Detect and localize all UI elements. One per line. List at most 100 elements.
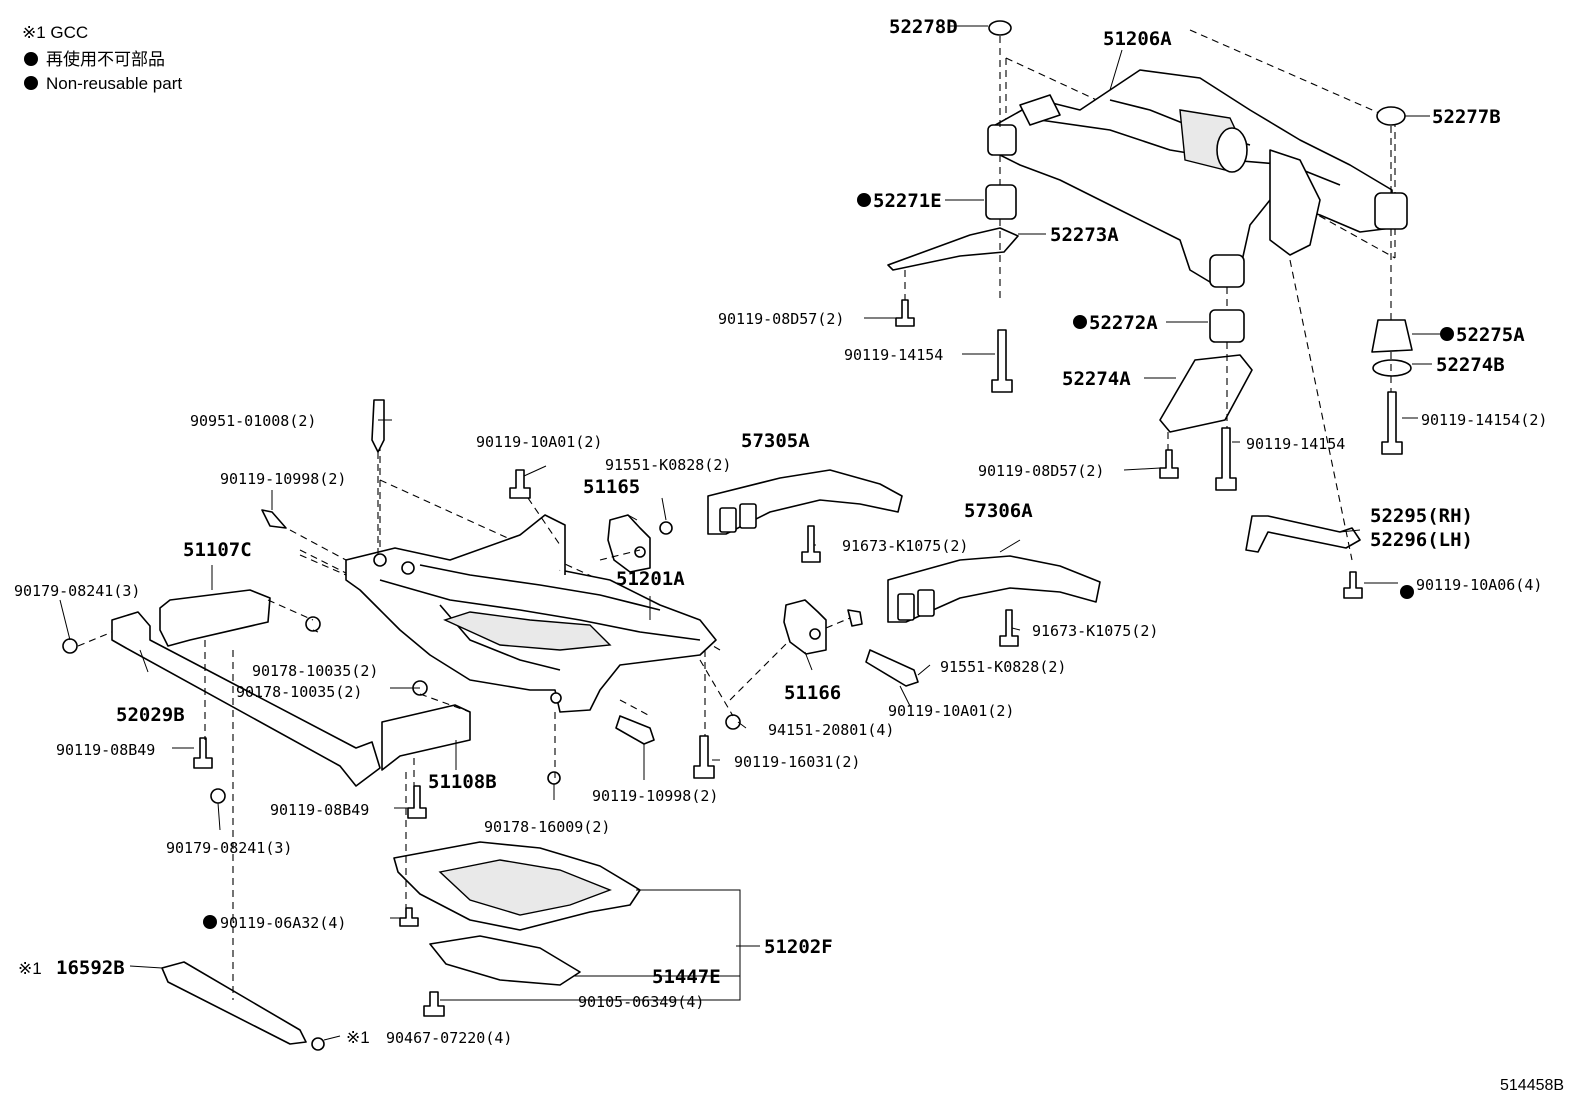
label-90119-08D57-b: 90119-08D57(2) bbox=[978, 462, 1104, 480]
label-57305A: 57305A bbox=[741, 430, 810, 452]
label-90178-10035-a: 90178-10035(2) bbox=[252, 662, 378, 680]
bolt-icon bbox=[991, 329, 1013, 393]
fasteners bbox=[62, 399, 1019, 1051]
leader-lines bbox=[59, 25, 1440, 1041]
label-52295: 52295(RH) bbox=[1370, 505, 1473, 527]
bolt-icon bbox=[399, 907, 419, 927]
non-reusable-dot-icon bbox=[1400, 585, 1414, 599]
brace-57305A bbox=[707, 469, 903, 535]
bushing-52275A bbox=[1371, 319, 1413, 353]
label-91551-K0828-a: 91551-K0828(2) bbox=[605, 456, 731, 474]
label-51206A: 51206A bbox=[1103, 28, 1172, 50]
under-covers bbox=[161, 841, 641, 1045]
label-90951-01008: 90951-01008(2) bbox=[190, 412, 316, 430]
nut-icon bbox=[210, 788, 226, 804]
label-90119-10998-a: 90119-10998(2) bbox=[220, 470, 346, 488]
legend: ※1 GCC 再使用不可部品 Non-reusable part bbox=[22, 23, 182, 93]
label-52273A: 52273A bbox=[1050, 224, 1119, 246]
non-reusable-dot-icon bbox=[1440, 327, 1454, 341]
label-94151-20801: 94151-20801(4) bbox=[768, 721, 894, 739]
non-reusable-dot-icon bbox=[857, 193, 871, 207]
bolt-icon bbox=[261, 509, 287, 529]
label-90119-10998-b: 90119-10998(2) bbox=[592, 787, 718, 805]
washer-52278D bbox=[988, 20, 1012, 36]
legend-jp: 再使用不可部品 bbox=[46, 49, 165, 69]
bracket-51166 bbox=[783, 599, 827, 655]
label-90119-10A01-b: 90119-10A01(2) bbox=[888, 702, 1014, 720]
rear-member-parts bbox=[887, 20, 1413, 599]
bracket-52295 bbox=[1245, 515, 1361, 553]
label-90467-07220: 90467-07220(4) bbox=[386, 1029, 512, 1047]
nut-icon bbox=[725, 714, 741, 730]
brackets bbox=[607, 514, 827, 655]
label-51201A: 51201A bbox=[616, 568, 685, 590]
bolt-icon bbox=[423, 991, 445, 1017]
washer-52277B bbox=[1376, 106, 1406, 126]
label-52272A: 52272A bbox=[1089, 312, 1158, 334]
figure-code: 514458B bbox=[1500, 1077, 1564, 1094]
bracket-16592B bbox=[161, 961, 307, 1045]
nut-icon bbox=[62, 638, 78, 654]
bolt-icon bbox=[801, 525, 821, 563]
non-reusable-dot-icon bbox=[24, 52, 38, 66]
bolt-icon bbox=[847, 609, 863, 627]
label-90119-08D57-a: 90119-08D57(2) bbox=[718, 310, 844, 328]
label-90178-10035-b: 90178-10035(2) bbox=[236, 683, 362, 701]
label-52278D: 52278D bbox=[889, 16, 958, 38]
label-91551-K0828-b: 91551-K0828(2) bbox=[940, 658, 1066, 676]
bolt-icon bbox=[1381, 391, 1403, 455]
label-52271E: 52271E bbox=[873, 190, 942, 212]
gcc-ref-mark: ※1 bbox=[346, 1028, 370, 1047]
non-reusable-markers bbox=[203, 193, 1454, 929]
nut-icon bbox=[305, 616, 321, 632]
label-90179-08241-a: 90179-08241(3) bbox=[14, 582, 140, 600]
bracket-51165 bbox=[607, 514, 651, 573]
nut-icon bbox=[659, 521, 673, 535]
label-51166: 51166 bbox=[784, 682, 841, 704]
stopper-52273A bbox=[887, 227, 1019, 271]
gcc-ref-mark: ※1 bbox=[18, 959, 42, 978]
non-reusable-dot-icon bbox=[24, 76, 38, 90]
label-91673-K1075-b: 91673-K1075(2) bbox=[1032, 622, 1158, 640]
label-90119-08B49-a: 90119-08B49 bbox=[56, 741, 155, 759]
label-90119-14154-a: 90119-14154 bbox=[844, 346, 943, 364]
front-dashed-lines bbox=[77, 452, 851, 1000]
label-51447E: 51447E bbox=[652, 966, 721, 988]
bolt-icon bbox=[615, 715, 655, 745]
label-16592B: 16592B bbox=[56, 957, 125, 979]
bushing-52271E bbox=[985, 184, 1017, 220]
label-91673-K1075-a: 91673-K1075(2) bbox=[842, 537, 968, 555]
label-52274A: 52274A bbox=[1062, 368, 1131, 390]
reinforcement-52029B bbox=[111, 611, 381, 787]
bushing-52272A bbox=[1209, 309, 1245, 343]
braces bbox=[707, 469, 1101, 623]
label-90105-06349: 90105-06349(4) bbox=[578, 993, 704, 1011]
label-52277B: 52277B bbox=[1432, 106, 1501, 128]
non-reusable-dot-icon bbox=[203, 915, 217, 929]
label-90119-14154-b: 90119-14154 bbox=[1246, 435, 1345, 453]
clip-icon bbox=[311, 1037, 325, 1051]
washer-52274B bbox=[1372, 359, 1412, 377]
bolt-icon bbox=[1215, 427, 1237, 491]
bolt-icon bbox=[1343, 571, 1363, 599]
stopper-52274A bbox=[1159, 354, 1253, 433]
label-52275A: 52275A bbox=[1456, 324, 1525, 346]
bolt-icon bbox=[1159, 449, 1179, 479]
bolt-icon bbox=[407, 785, 427, 819]
label-57306A: 57306A bbox=[964, 500, 1033, 522]
nut-icon bbox=[547, 771, 561, 785]
part-labels: 52278D 51206A 52277B 52271E 52273A 90119… bbox=[14, 16, 1564, 1094]
label-51165: 51165 bbox=[583, 476, 640, 498]
label-90119-10A01-a: 90119-10A01(2) bbox=[476, 433, 602, 451]
front-crossmember bbox=[299, 420, 721, 713]
label-52296: 52296(LH) bbox=[1370, 529, 1473, 551]
bolt-icon bbox=[999, 609, 1019, 647]
cover-51447E bbox=[429, 935, 581, 986]
label-51108B: 51108B bbox=[428, 771, 497, 793]
brace-57306A bbox=[887, 555, 1101, 623]
left-members bbox=[111, 589, 471, 787]
label-90178-16009: 90178-16009(2) bbox=[484, 818, 610, 836]
legend-gcc: ※1 GCC bbox=[22, 23, 88, 42]
label-52029B: 52029B bbox=[116, 704, 185, 726]
